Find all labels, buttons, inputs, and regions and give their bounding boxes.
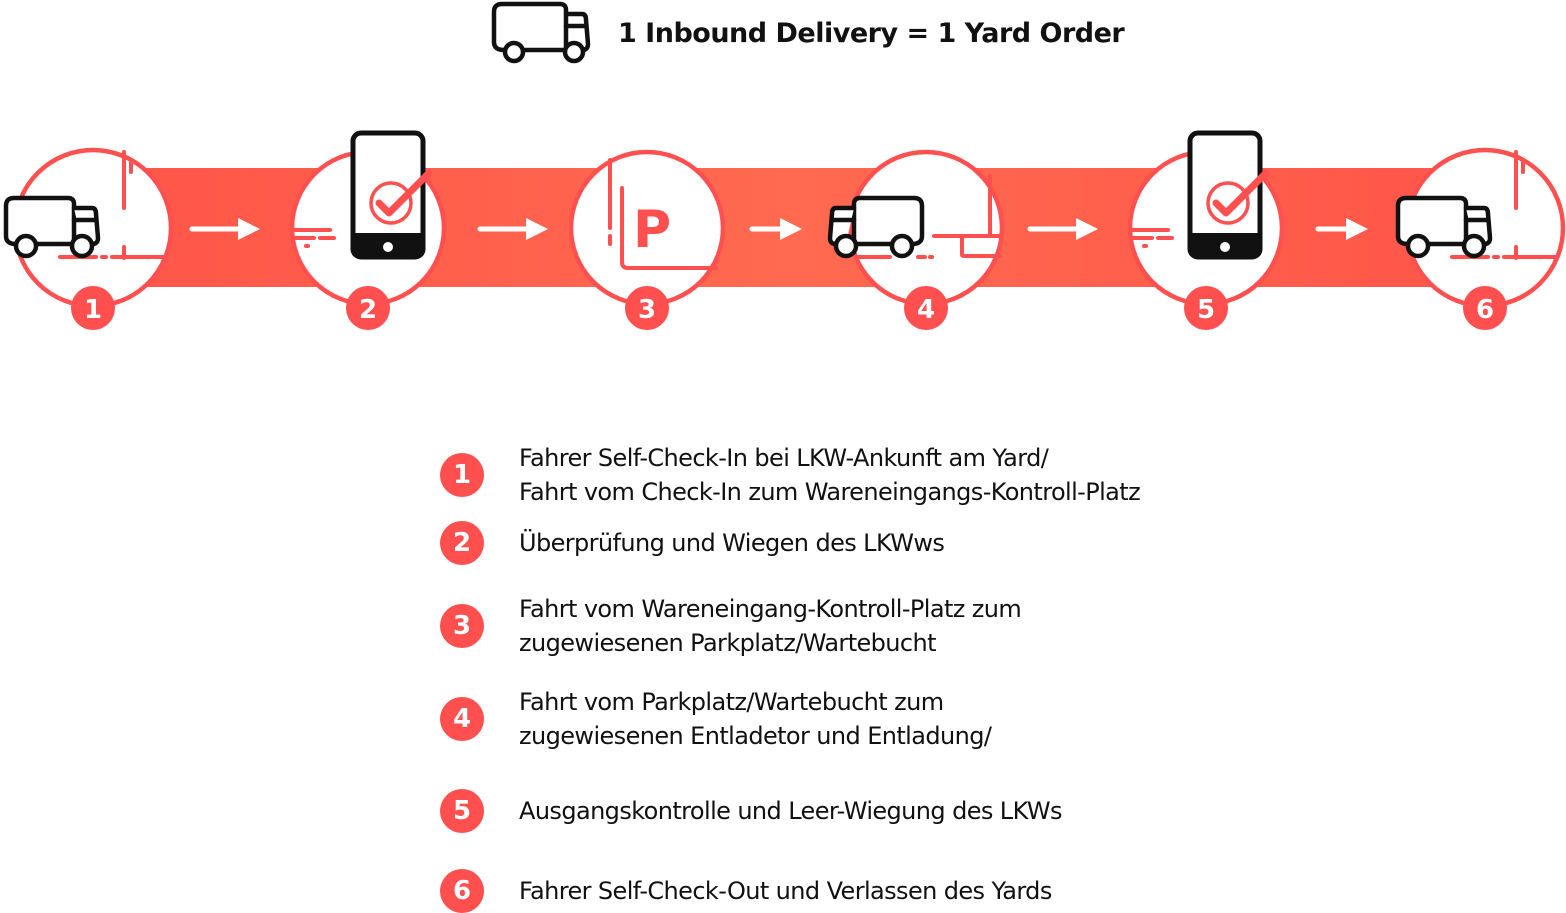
- arrow-right-icon: [1315, 218, 1368, 240]
- arrow-right-icon: [477, 218, 548, 240]
- parking-icon: P: [608, 158, 718, 270]
- legend-text: Fahrer Self-Check-In bei LKW-Ankunft am …: [519, 444, 1141, 506]
- arrow-right-icon: [189, 218, 260, 240]
- legend-text: Überprüfung und Wiegen des LKWws: [519, 529, 945, 557]
- svg-text:6: 6: [1476, 295, 1494, 325]
- legend-text: Fahrer Self-Check-Out und Verlassen des …: [519, 877, 1052, 905]
- legend-item: 3 Fahrt vom Wareneingang-Kontroll-Platz …: [440, 592, 1022, 660]
- step-1: [6, 147, 174, 309]
- header: 1 Inbound Delivery = 1 Yard Order: [490, 0, 1125, 66]
- legend-badge: 1: [440, 453, 484, 497]
- legend-item: 2 Überprüfung und Wiegen des LKWws: [440, 521, 945, 565]
- truck-at-dock-icon: [830, 174, 1002, 259]
- step-3: P: [568, 149, 726, 307]
- arrow-right-icon: [749, 218, 802, 240]
- legend-badge: 6: [440, 869, 484, 913]
- step-badge-6: 6: [1463, 286, 1507, 330]
- svg-text:5: 5: [1197, 295, 1215, 325]
- legend-item: 5 Ausgangskontrolle und Leer-Wiegung des…: [440, 789, 1062, 833]
- page-title: 1 Inbound Delivery = 1 Yard Order: [618, 17, 1125, 49]
- svg-text:3: 3: [638, 295, 656, 325]
- step-4: [830, 149, 1005, 307]
- legend-item: 1 Fahrer Self-Check-In bei LKW-Ankunft a…: [440, 441, 1141, 509]
- legend-text: Ausgangskontrolle und Leer-Wiegung des L…: [519, 797, 1062, 825]
- truck-leaving-gate-icon: [1398, 150, 1558, 260]
- process-flow: P: [0, 100, 1566, 330]
- legend-text: Fahrt vom Wareneingang-Kontroll-Platz zu…: [519, 595, 1022, 657]
- step-badge-5: 5: [1184, 286, 1228, 330]
- step-5: [1127, 133, 1285, 307]
- legend-item: 4 Fahrt vom Parkplatz/Wartebucht zum zug…: [440, 685, 992, 753]
- smartphone-check-icon: [1190, 133, 1266, 257]
- truck-icon: [491, 1, 591, 64]
- svg-text:2: 2: [359, 295, 377, 325]
- legend-text: Fahrt vom Parkplatz/Wartebucht zum zugew…: [519, 688, 992, 750]
- step-6: [1398, 147, 1566, 309]
- legend-item: 6 Fahrer Self-Check-Out und Verlassen de…: [440, 869, 1052, 913]
- legend-badge: 2: [440, 521, 484, 565]
- step-badge-1: 1: [71, 286, 115, 330]
- step-2: [289, 133, 447, 307]
- step-badge-4: 4: [904, 286, 948, 330]
- svg-text:4: 4: [917, 295, 935, 325]
- step-badge-2: 2: [346, 286, 390, 330]
- step-badge-3: 3: [625, 286, 669, 330]
- legend-badge: 4: [440, 697, 484, 741]
- svg-text:P: P: [633, 200, 671, 260]
- truck-at-gate-icon: [6, 150, 166, 260]
- svg-text:1: 1: [84, 295, 102, 325]
- arrow-right-icon: [1027, 218, 1098, 240]
- legend-badge: 3: [440, 604, 484, 648]
- legend-badge: 5: [440, 789, 484, 833]
- smartphone-check-icon: [353, 133, 429, 257]
